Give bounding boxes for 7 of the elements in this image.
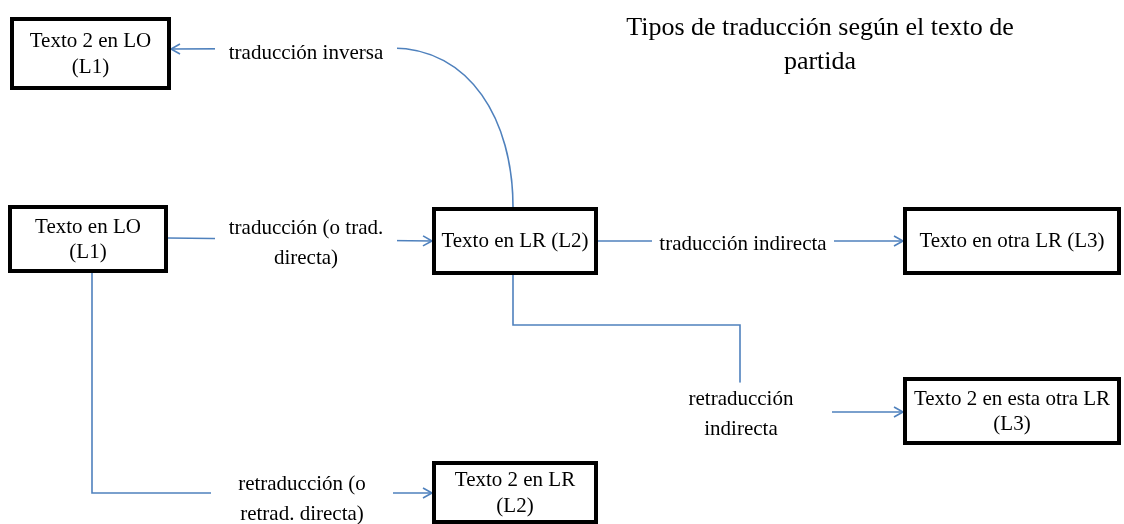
text-box: Texto en otra LR (L3): [903, 207, 1121, 275]
text-box: Texto en LR (L2): [432, 207, 598, 275]
diagram-title: Tipos de traducción según el texto de partida: [625, 11, 1015, 77]
text-box: Texto 2 en LO (L1): [10, 17, 171, 90]
text-box: Texto en LO (L1): [8, 205, 168, 273]
text-box: Texto 2 en LR (L2): [432, 461, 598, 524]
text-box: Texto 2 en esta otra LR (L3): [903, 377, 1121, 445]
